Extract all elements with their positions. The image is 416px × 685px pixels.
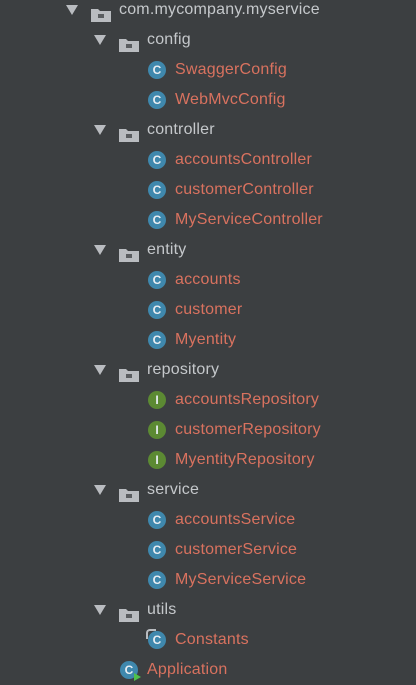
file-label: MyServiceController bbox=[175, 211, 323, 228]
expand-arrow-icon[interactable] bbox=[66, 5, 78, 15]
package-folder-icon bbox=[119, 603, 139, 622]
class-icon: C bbox=[148, 211, 166, 229]
package-label: com.mycompany.myservice bbox=[119, 1, 320, 18]
badge-letter: C bbox=[152, 213, 162, 227]
file-label: Constants bbox=[175, 631, 249, 648]
badge-letter: I bbox=[155, 423, 159, 437]
tree-file-item[interactable]: I MyentityRepository bbox=[0, 445, 416, 475]
package-label: repository bbox=[147, 361, 220, 378]
expand-arrow-icon[interactable] bbox=[94, 365, 106, 375]
badge-letter: C bbox=[152, 303, 162, 317]
badge-letter: C bbox=[152, 513, 162, 527]
expand-arrow-icon[interactable] bbox=[94, 605, 106, 615]
tree-file-item[interactable]: C Constants bbox=[0, 625, 416, 655]
file-label: accountsRepository bbox=[175, 391, 320, 408]
tree-file-item[interactable]: C Myentity bbox=[0, 325, 416, 355]
badge-letter: C bbox=[152, 273, 162, 287]
class-icon: C bbox=[148, 91, 166, 109]
tree-file-item[interactable]: C WebMvcConfig bbox=[0, 85, 416, 115]
run-marker-icon bbox=[134, 673, 141, 681]
final-class-icon: C bbox=[146, 629, 166, 649]
package-folder-icon bbox=[119, 483, 139, 502]
tree-package-utils[interactable]: utils bbox=[0, 595, 416, 625]
badge-letter: C bbox=[152, 573, 162, 587]
tree-file-item[interactable]: C SwaggerConfig bbox=[0, 55, 416, 85]
tree-file-item[interactable]: C Application bbox=[0, 655, 416, 685]
package-folder-icon bbox=[119, 123, 139, 142]
tree-package-repository[interactable]: repository bbox=[0, 355, 416, 385]
package-folder-icon bbox=[119, 243, 139, 262]
final-marker-icon bbox=[146, 629, 156, 639]
file-label: Myentity bbox=[175, 331, 237, 348]
file-label: Application bbox=[147, 661, 228, 678]
tree-package-config[interactable]: config bbox=[0, 25, 416, 55]
interface-icon: I bbox=[148, 391, 166, 409]
package-label: entity bbox=[147, 241, 187, 258]
tree-package-service[interactable]: service bbox=[0, 475, 416, 505]
interface-icon: I bbox=[148, 451, 166, 469]
package-folder-icon bbox=[119, 363, 139, 382]
file-label: accounts bbox=[175, 271, 241, 288]
badge-letter: C bbox=[152, 183, 162, 197]
package-folder-icon bbox=[119, 33, 139, 52]
badge-letter: C bbox=[152, 93, 162, 107]
expand-arrow-icon[interactable] bbox=[94, 125, 106, 135]
expand-arrow-icon[interactable] bbox=[94, 485, 106, 495]
class-icon: C bbox=[148, 61, 166, 79]
tree-package-controller[interactable]: controller bbox=[0, 115, 416, 145]
class-icon: C bbox=[148, 331, 166, 349]
badge-letter: C bbox=[152, 333, 162, 347]
file-label: customer bbox=[175, 301, 243, 318]
file-label: WebMvcConfig bbox=[175, 91, 286, 108]
package-folder-icon bbox=[91, 3, 111, 22]
class-icon: C bbox=[148, 571, 166, 589]
file-label: MyServiceService bbox=[175, 571, 307, 588]
expand-arrow-icon[interactable] bbox=[94, 35, 106, 45]
file-label: customerService bbox=[175, 541, 298, 558]
class-icon: C bbox=[148, 541, 166, 559]
tree-file-item[interactable]: C MyServiceService bbox=[0, 565, 416, 595]
badge-letter: C bbox=[124, 663, 134, 677]
package-label: controller bbox=[147, 121, 215, 138]
badge-letter: C bbox=[152, 543, 162, 557]
package-label: service bbox=[147, 481, 200, 498]
class-icon: C bbox=[148, 301, 166, 319]
file-label: accountsController bbox=[175, 151, 312, 168]
file-label: customerController bbox=[175, 181, 314, 198]
runnable-class-icon: C bbox=[120, 661, 141, 681]
package-label: config bbox=[147, 31, 191, 48]
class-icon: C bbox=[148, 511, 166, 529]
class-icon: C bbox=[148, 151, 166, 169]
badge-letter: I bbox=[155, 453, 159, 467]
tree-file-item[interactable]: C MyServiceController bbox=[0, 205, 416, 235]
package-label: utils bbox=[147, 601, 177, 618]
class-icon: C bbox=[148, 271, 166, 289]
badge-letter: C bbox=[152, 153, 162, 167]
tree-package-entity[interactable]: entity bbox=[0, 235, 416, 265]
class-icon: C bbox=[148, 181, 166, 199]
file-label: MyentityRepository bbox=[175, 451, 315, 468]
file-label: SwaggerConfig bbox=[175, 61, 287, 78]
badge-letter: I bbox=[155, 393, 159, 407]
badge-letter: C bbox=[152, 633, 162, 647]
file-label: customerRepository bbox=[175, 421, 321, 438]
interface-icon: I bbox=[148, 421, 166, 439]
expand-arrow-icon[interactable] bbox=[94, 245, 106, 255]
file-label: accountsService bbox=[175, 511, 296, 528]
badge-letter: C bbox=[152, 63, 162, 77]
tree-root-package[interactable]: com.mycompany.myservice bbox=[0, 0, 416, 25]
